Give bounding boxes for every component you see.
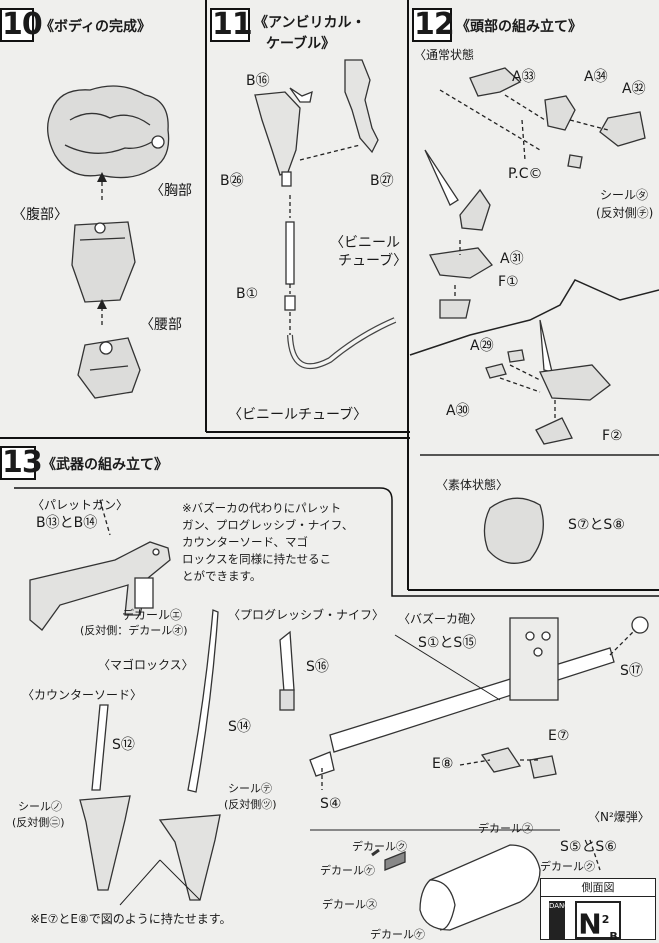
s13-s14-label: S⑭ [228,719,251,735]
s12-head-art [424,67,646,564]
s13-e7-label: E⑦ [548,728,570,744]
s13-decal-ku-1-label: デカール㋗ [352,840,407,853]
section-10-title: 《ボディの完成》 [40,19,152,35]
s13-decal-ku-2-label: デカール㋗ [540,860,595,873]
s12-pcc-label: P.C© [508,166,543,182]
s13-seal-no-reverse-label: (反対側㋥) [12,816,65,829]
s10-waist-label: 〈腰部 [140,317,182,333]
s12-a29-label: A㉙ [470,338,494,354]
side-view-danger-tag: DANGER [549,901,579,939]
s13-s5s6-label: S⑤とS⑥ [560,839,617,855]
s13-bazooka-label: 〈バズーカ砲〉 [398,612,483,626]
s13-decal-su-1-label: デカール㋜ [478,822,533,835]
s13-s1s15-label: S①とS⑮ [418,635,477,651]
s11-cable-art [254,59,397,370]
s12-a31-label: A㉛ [500,251,524,267]
s13-seal-no-label: シール㋨ [18,800,62,813]
s12-seal-ta-reverse-label: (反対側㋠) [596,206,654,220]
s11-b27-label: B㉗ [370,173,394,189]
section-12-number-text: 12 [414,7,455,42]
n2b-logo-sub: B [609,929,618,943]
side-view-title: 側面図 [541,879,655,897]
s13-decal-ke-1-label: デカール㋘ [320,864,375,877]
s13-pallet-gun-label: 〈パレットガン〉 [32,498,129,512]
s13-counter-sword-label: 〈カウンターソード〉 [22,688,143,702]
s13-s16-label: S⑯ [306,659,329,675]
section-11-number: 11 [210,7,253,42]
s13-decal-e-reverse-label: (反対側：デカール㋔) [80,624,188,637]
section-10-number-text: 10 [2,7,43,42]
s13-arrows [99,499,636,871]
s11-b26-label: B㉖ [220,173,244,189]
s13-hold-note: ※E⑦とE⑧で図のように持たせます。 [30,912,232,926]
s13-seal-te-label: シール㋢ [228,782,272,795]
section-11-title-line2: ケーブル》 [266,36,336,52]
s11-b1-label: B① [236,286,259,302]
s12-normal-state-label: 〈通常状態 [414,48,475,62]
panel-borders [0,0,659,597]
n2b-logo: N2B [575,901,621,943]
s12-bare-state-label: 〈素体状態〉 [436,478,509,492]
section-12-title: 《頭部の組み立て》 [456,19,582,35]
n2b-logo-sup: 2 [601,913,610,926]
s12-a30-label: A㉚ [446,403,470,419]
s11-vinyl-tube-label-1: 〈ビニール [330,235,400,251]
s11-vinyl-tube-label-2: チューブ〉 [338,253,408,269]
s12-a33-label: A㉝ [512,69,536,85]
s13-weapons-art [29,541,649,931]
section-13-number: 13 [0,446,43,480]
section-12-number: 12 [412,7,455,42]
s13-prog-knife-label: 〈プログレッシブ・ナイフ〉 [228,608,385,622]
section-10-number: 10 [0,8,43,42]
section-11-title-line1: 《アンビリカル・ [254,15,366,31]
s12-dividers [409,279,659,456]
s10-body-art [47,85,170,399]
s10-chest-label: 〈胸部 [150,183,192,199]
s13-s4-label: S④ [320,796,342,812]
s13-s12-label: S⑫ [112,737,135,753]
s12-a32-label: A㉜ [622,81,646,97]
s12-arrows [439,89,609,418]
section-11-number-text: 11 [212,7,253,42]
s13-s17-label: S⑰ [620,663,643,679]
s13-decal-su-2-label: デカール㋜ [322,898,377,911]
s12-a34-label: A㉞ [584,69,608,85]
s13-decal-e-label: デカール㋓ [122,608,183,622]
s13-seal-te-reverse-label: (反対側㋡) [224,798,277,811]
s13-substitute-note: ※バズーカの代わりにパレット ガン、プログレッシブ・ナイフ、 カウンターソード、… [182,501,354,583]
s13-magorox-label: 〈マゴロックス〉 [98,658,194,672]
s11-b16-label: B⑯ [246,73,270,89]
n2b-logo-letter: N [578,907,602,941]
s11-arrows [289,144,361,335]
s12-f2-label: F② [602,428,623,444]
section-13-number-text: 13 [2,445,43,480]
s13-decal-ke-2-label: デカール㋘ [370,928,425,941]
s12-seal-ta-label: シール㋟ [600,188,649,202]
s13-b13b14-label: B⑬とB⑭ [36,515,98,531]
side-view-box: 側面図 DANGER N2B [540,878,656,943]
section-13-title: 《武器の組み立て》 [42,457,168,473]
s10-abdomen-label: 〈腹部〉 [12,207,68,223]
s12-f1-label: F① [498,274,519,290]
s11-vinyl-tube-full-label: 〈ビニールチューブ〉 [228,407,368,423]
s12-s7s8-label: S⑦とS⑧ [568,517,625,533]
s13-e8-label: E⑧ [432,756,454,772]
s13-n2-bomb-label: 〈N²爆弾〉 [588,810,650,824]
